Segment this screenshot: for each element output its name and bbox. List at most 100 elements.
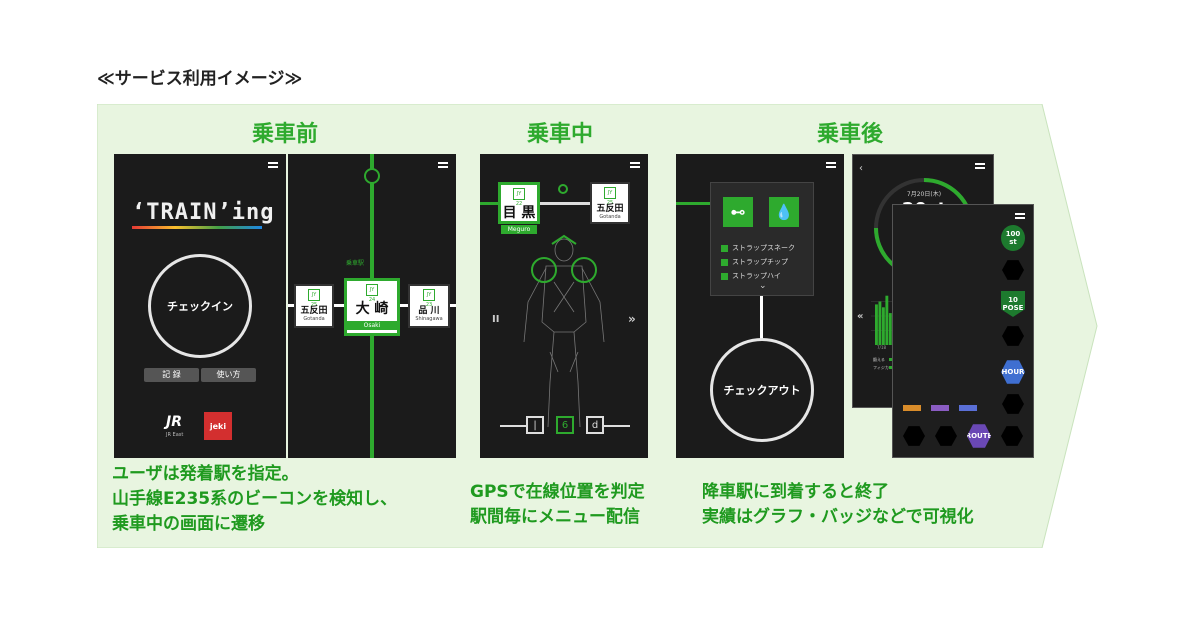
- menu-item-label: ストラップハイ: [732, 272, 781, 280]
- next-button[interactable]: »: [628, 312, 636, 326]
- station-roman: Gotanda: [303, 316, 325, 322]
- menu-icon[interactable]: [975, 163, 985, 169]
- control-line: [604, 425, 630, 427]
- phase-title-before: 乗車前: [251, 122, 318, 147]
- station-name: 大 崎: [355, 301, 389, 317]
- menu-item[interactable]: ストラップチップ: [721, 257, 788, 267]
- badge-pose[interactable]: 10 POSE: [1001, 291, 1025, 317]
- phase-title-during: 乗車中: [526, 122, 593, 147]
- position-marker-icon: [364, 168, 380, 184]
- checkout-button[interactable]: チェックアウト: [710, 338, 814, 442]
- control-line: [500, 425, 526, 427]
- water-drop-icon[interactable]: 💧: [769, 197, 799, 227]
- menu-card: ⊷ 💧 ストラップスネーク ストラップチップ ストラップハイ ⌄: [710, 182, 814, 296]
- badge-mini: [903, 405, 921, 411]
- badge-locked: [1002, 326, 1024, 346]
- position-marker-icon: [558, 184, 568, 194]
- chart-prev-icon[interactable]: «: [857, 311, 864, 322]
- x-tick: 7/18: [877, 345, 886, 350]
- badge-steps[interactable]: 100 st: [1001, 225, 1025, 251]
- track-green: [480, 202, 498, 205]
- logo-underline: [132, 226, 262, 229]
- jr-logo: JR: [166, 414, 182, 430]
- checkin-button[interactable]: チェックイン: [148, 254, 252, 358]
- menu-item[interactable]: ストラップスネーク: [721, 243, 795, 253]
- control-center[interactable]: 6: [556, 416, 574, 434]
- chart-bar: [878, 301, 882, 345]
- prev-button[interactable]: II: [492, 314, 500, 325]
- badge-locked: [903, 426, 925, 446]
- badge-mini: [931, 405, 949, 411]
- caption-line: 乗車中の画面に遷移: [112, 514, 265, 534]
- body-figure-icon: [523, 234, 605, 428]
- result-date: 7月20日(木): [906, 191, 942, 198]
- caption-before: ユーザは発着駅を指定。 山手線E235系のビーコンを検知し、 乗車中の画面に遷移: [112, 462, 397, 537]
- badge-strip: [903, 405, 999, 413]
- station-name: 五反田: [596, 204, 624, 214]
- dumbbell-icon[interactable]: ⊷: [723, 197, 753, 227]
- menu-icon[interactable]: [1015, 213, 1025, 219]
- menu-icon[interactable]: [268, 162, 278, 168]
- chevron-down-icon[interactable]: ⌄: [759, 281, 767, 291]
- howto-tab[interactable]: 使い方: [201, 368, 256, 382]
- back-icon[interactable]: ‹: [859, 163, 863, 174]
- partner-logo: jeki: [204, 412, 232, 440]
- badge-hour[interactable]: HOUR: [1001, 360, 1025, 384]
- station-code: JY 22: [513, 188, 525, 207]
- track-horizontal: [540, 202, 590, 205]
- badge-route[interactable]: ROUTE: [967, 424, 991, 448]
- station-roman: Osaki: [347, 321, 397, 330]
- jr-logo-sub: JR East: [166, 432, 184, 438]
- checkout-label: チェックアウト: [723, 384, 801, 397]
- menu-item-label: ストラップスネーク: [732, 244, 795, 252]
- menu-icon[interactable]: [826, 162, 836, 168]
- caption-after: 降車駅に到着すると終了 実績はグラフ・バッジなどで可視化: [702, 480, 974, 530]
- caption-line: 山手線E235系のビーコンを検知し、: [112, 489, 398, 509]
- caption-line: 実績はグラフ・バッジなどで可視化: [702, 507, 974, 527]
- screen-checkin: ‘TRAIN’ing チェックイン 記 録 使い方 JR JR East jek…: [114, 154, 286, 458]
- caption-during: GPSで在線位置を判定 駅間毎にメニュー配信: [470, 480, 645, 530]
- checkin-label: チェックイン: [167, 300, 233, 313]
- badge-locked: [935, 426, 957, 446]
- badge-mini: [959, 405, 977, 411]
- caption-line: 降車駅に到着すると終了: [702, 482, 889, 502]
- screen-station-select: 乗車駅 JY 25 五反田 Gotanda JY 24 大 崎 Osaki JY…: [288, 154, 456, 458]
- current-station-label: 乗車駅: [346, 260, 365, 267]
- station-code: JY 25: [308, 289, 320, 308]
- page-heading: ≪サービス利用イメージ≫: [97, 69, 303, 89]
- legend-physical: フィジカル: [873, 365, 893, 370]
- screen-badges: ROUTE 100 st 10 POSE HOUR: [892, 204, 1034, 458]
- station-code: JY 25: [604, 187, 616, 206]
- screen-checkout: ⊷ 💧 ストラップスネーク ストラップチップ ストラップハイ ⌄ チェックアウト: [676, 154, 844, 458]
- phase-title-after: 乗車後: [816, 122, 883, 147]
- chart-bar: [875, 304, 878, 345]
- chart-bar: [885, 295, 889, 345]
- app-logo: ‘TRAIN’ing: [132, 200, 275, 225]
- station-from: JY 22 目 黒 Meguro: [498, 182, 540, 234]
- badge-locked: [1002, 394, 1024, 414]
- control-left[interactable]: |: [526, 416, 544, 434]
- station-name: 品 川: [418, 306, 440, 316]
- station-code: JY 24: [366, 284, 378, 303]
- menu-item[interactable]: ストラップハイ: [721, 271, 781, 281]
- menu-icon[interactable]: [630, 162, 640, 168]
- screen-during: JY 22 目 黒 Meguro JY 25 五反田 Gotanda II » …: [480, 154, 648, 458]
- badge-locked: [1001, 426, 1023, 446]
- station-left[interactable]: JY 25 五反田 Gotanda: [294, 284, 334, 328]
- badge-locked: [1002, 260, 1024, 280]
- track-vertical: [760, 296, 763, 340]
- control-right[interactable]: d: [586, 416, 604, 434]
- station-name: 五反田: [300, 306, 328, 316]
- caption-line: GPSで在線位置を判定: [470, 482, 645, 502]
- chart-bar: [888, 313, 892, 345]
- caption-line: ユーザは発着駅を指定。: [112, 464, 299, 484]
- station-center[interactable]: JY 24 大 崎 Osaki: [344, 278, 400, 336]
- station-to: JY 25 五反田 Gotanda: [590, 182, 630, 224]
- chart-bar: [881, 307, 885, 345]
- caption-line: 駅間毎にメニュー配信: [470, 507, 640, 527]
- station-right[interactable]: JY 23 品 川 Shinagawa: [408, 284, 450, 328]
- record-tab[interactable]: 記 録: [144, 368, 199, 382]
- station-roman: Shinagawa: [415, 316, 443, 322]
- menu-icon[interactable]: [438, 162, 448, 168]
- station-roman: Meguro: [501, 225, 537, 234]
